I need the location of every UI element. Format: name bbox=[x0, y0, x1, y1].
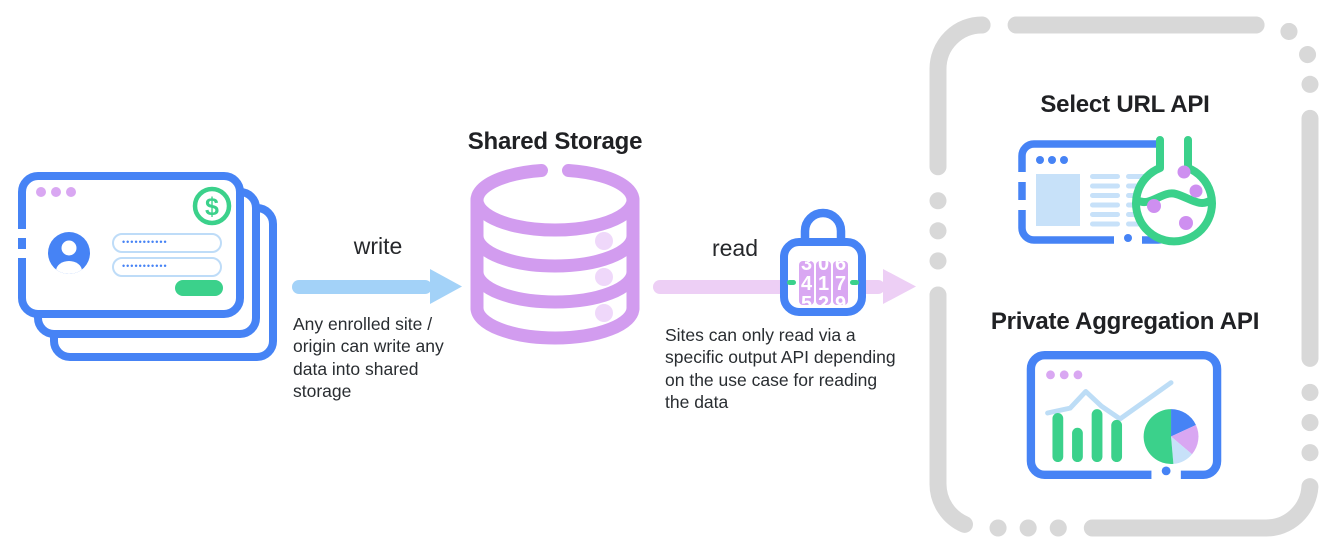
private-aggregation-api-icon bbox=[1026, 351, 1222, 480]
combination-lock-icon: 3 4 5 0 1 2 6 7 9 bbox=[780, 208, 866, 316]
write-caption: Any enrolled site / origin can write any… bbox=[293, 314, 444, 402]
window-border-notch bbox=[14, 249, 30, 258]
database-icon bbox=[470, 164, 640, 345]
pie-chart bbox=[1143, 409, 1199, 464]
svg-text:9: 9 bbox=[835, 293, 846, 315]
select-url-api-icon bbox=[1016, 136, 1216, 246]
password-field[interactable]: ••••••••••• bbox=[112, 233, 222, 253]
svg-text:5: 5 bbox=[801, 293, 812, 315]
window-control-dot-icon bbox=[36, 187, 46, 197]
password-dots: ••••••••••• bbox=[122, 261, 168, 271]
write-arrow-icon bbox=[292, 269, 462, 304]
svg-text:0: 0 bbox=[818, 253, 829, 275]
avatar bbox=[48, 232, 90, 274]
flask-bubbles bbox=[1147, 165, 1203, 230]
svg-text:6: 6 bbox=[835, 253, 846, 275]
private-aggregation-api-title: Private Aggregation API bbox=[990, 308, 1260, 335]
dollar-badge-icon: $ bbox=[192, 186, 232, 226]
window-control-dots bbox=[1046, 370, 1083, 380]
shared-storage-title: Shared Storage bbox=[467, 128, 643, 155]
output-apis-dashed-border bbox=[929, 16, 1319, 537]
person-icon bbox=[56, 240, 82, 274]
bar-chart bbox=[1052, 409, 1123, 463]
window-control-dot-icon bbox=[51, 187, 61, 197]
line-chart bbox=[1045, 380, 1174, 422]
write-label: write bbox=[353, 233, 403, 259]
svg-text:2: 2 bbox=[818, 293, 829, 315]
lock-code-digit: 7 bbox=[835, 273, 846, 295]
dollar-symbol: $ bbox=[205, 193, 219, 221]
flask-icon bbox=[1132, 136, 1216, 246]
select-url-api-title: Select URL API bbox=[1040, 91, 1210, 118]
svg-text:3: 3 bbox=[801, 253, 812, 275]
content-block bbox=[1036, 174, 1080, 226]
password-field[interactable]: ••••••••••• bbox=[112, 257, 222, 277]
storage-slot-dots bbox=[595, 232, 613, 322]
login-button[interactable] bbox=[175, 280, 223, 296]
lock-code-digit: 1 bbox=[818, 273, 829, 295]
window-control-dot-icon bbox=[66, 187, 76, 197]
window-border-notch bbox=[14, 229, 30, 238]
lock-shackle bbox=[800, 208, 846, 250]
read-label: read bbox=[711, 235, 759, 261]
window-control-dots bbox=[1036, 156, 1068, 164]
password-dots: ••••••••••• bbox=[122, 237, 168, 247]
lock-code-digit: 4 bbox=[801, 273, 813, 295]
window-border-dot bbox=[18, 239, 26, 247]
lock-code-dials: 3 4 5 0 1 2 6 7 9 bbox=[801, 253, 846, 315]
read-caption: Sites can only read via a specific outpu… bbox=[665, 325, 896, 413]
